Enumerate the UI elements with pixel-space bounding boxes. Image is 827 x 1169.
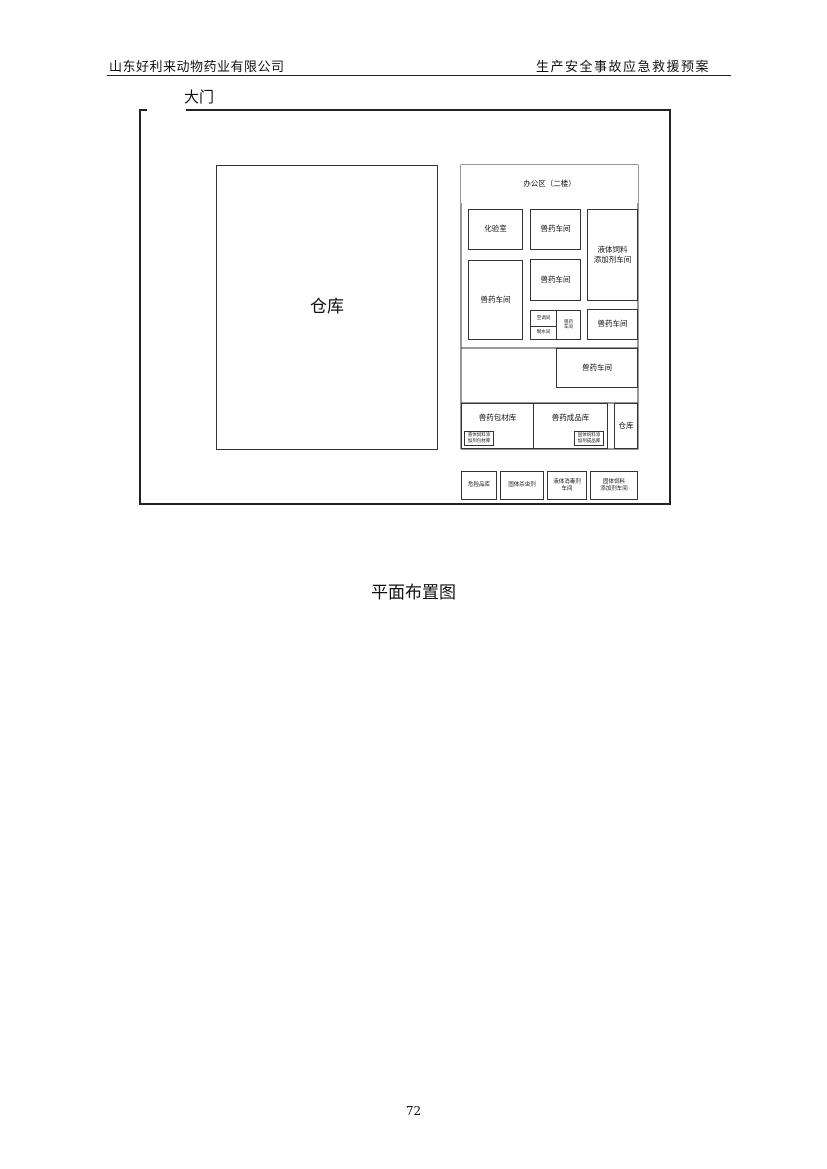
header-company: 山东好利来动物药业有限公司 xyxy=(109,60,285,75)
vet-workshop-4: 兽药车间 xyxy=(587,309,638,340)
header-doc-title: 生产安全事故应急救援预案 xyxy=(535,60,710,75)
page-number: 72 xyxy=(405,1104,422,1118)
air-compressor-room: 空调间 xyxy=(530,310,557,327)
vet-workshop-3: 兽药车间 xyxy=(530,259,581,301)
liquid-disinfectant-workshop: 液体消毒剂 车间 xyxy=(547,471,587,500)
hazard-store: 危险品库 xyxy=(461,471,497,500)
vet-workshop-small: 兽药 车间 xyxy=(556,310,581,340)
office-area: 办公区（二楼） xyxy=(461,165,638,203)
packaging-sub-store: 液体饲料添 加剂包材库 xyxy=(464,431,494,446)
header-divider xyxy=(107,75,731,76)
liquid-feed-additive-workshop: 液体饲料 添加剂车间 xyxy=(587,209,638,301)
vet-workshop-1: 兽药车间 xyxy=(530,209,581,250)
lab-room: 化验室 xyxy=(468,209,523,250)
figure-caption: 平面布置图 xyxy=(371,583,456,603)
solid-insecticide-workshop: 固体杀虫剂 xyxy=(500,471,544,500)
warehouse-small: 仓库 xyxy=(614,403,638,449)
solid-feed-additive-workshop: 固体饲料 添加剂车间 xyxy=(590,471,638,500)
vet-workshop-2: 兽药车间 xyxy=(468,260,523,340)
water-room: 制水间 xyxy=(530,326,557,340)
gate-label: 大门 xyxy=(184,88,215,106)
vet-workshop-5: 兽药车间 xyxy=(556,348,638,388)
finished-sub-store: 固体饲料添 加剂成品库 xyxy=(574,431,604,446)
warehouse-main: 仓库 xyxy=(216,165,438,450)
